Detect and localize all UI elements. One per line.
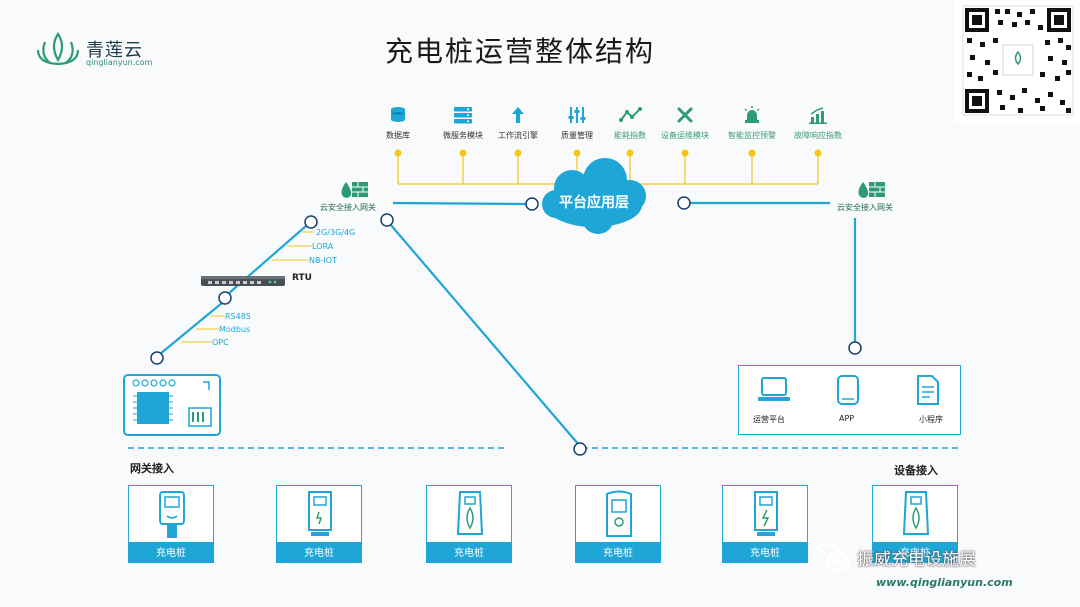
terminal-label-ops: 运营平台: [753, 415, 785, 424]
cloud-shape: [542, 158, 646, 234]
charger-pile-icon: [159, 491, 185, 538]
rtu-label: RTU: [292, 273, 312, 283]
protocol-upstream-1: 2G/3G/4G: [316, 228, 356, 237]
protocol-downstream-3: OPC: [212, 338, 229, 347]
gateway-access-label: 网关接入: [130, 462, 174, 475]
logo-lotus: [36, 32, 80, 66]
page-title: 充电桩运营整体结构: [385, 35, 656, 68]
charging-station-card: 充电桩: [872, 485, 958, 563]
device-access-label: 设备接入: [894, 464, 938, 477]
charging-station-card: 充电桩: [426, 485, 512, 563]
tool-label-monitoring: 智能监控预警: [728, 131, 776, 140]
link-nodes: [150, 196, 862, 456]
station-label: 充电桩: [304, 548, 334, 559]
left-gateway-icon: [341, 182, 368, 198]
logo-name: 青莲云: [86, 40, 143, 61]
left-gateway-label: 云安全接入网关: [320, 203, 376, 212]
charger-pile-icon: [754, 491, 778, 536]
charging-station-card: 充电桩: [128, 485, 214, 563]
terminal-label-app: APP: [839, 414, 855, 423]
terminal-panel: 运营平台 APP 小程序: [738, 365, 961, 435]
terminal-label-miniprogram: 小程序: [919, 415, 943, 424]
charging-station-card: 充电桩: [722, 485, 808, 563]
watermark-url: www.qinglianyun.com: [876, 576, 1013, 589]
sliders-icon: [568, 107, 586, 123]
protocol-downstream-1: RS485: [225, 312, 251, 321]
protocol-upstream-2: LORA: [312, 242, 334, 251]
bus-dots: [394, 149, 822, 157]
protocol-upstream-3: NB-IOT: [309, 256, 337, 265]
server-icon: [454, 107, 472, 124]
rtu-device-icon: [201, 276, 285, 286]
right-gateway-icon: [858, 182, 885, 198]
protocol-downstream-2: Modbus: [219, 325, 251, 334]
tool-label-workflow: 工作流引擎: [498, 131, 538, 140]
platform-layer-label: 平台应用层: [559, 195, 629, 211]
laptop-icon: [758, 377, 790, 401]
charger-pile-icon: [606, 490, 632, 537]
alarm-light-icon: [744, 106, 760, 123]
tool-label-energy: 能耗指数: [614, 131, 646, 140]
station-label: 充电桩: [454, 548, 484, 559]
wrench-icon: [677, 107, 693, 123]
charger-pile-icon: [308, 491, 332, 536]
document-icon: [917, 375, 939, 405]
tool-label-fault: 故障响应指数: [794, 131, 842, 140]
charging-station-card: 充电桩: [575, 485, 661, 563]
charger-pile-icon: [902, 491, 930, 535]
bar-chart-icon: [809, 107, 827, 124]
tablet-icon: [837, 375, 859, 405]
tool-label-microservice: 微服务模块: [443, 131, 483, 140]
line-trend-icon: [619, 107, 642, 122]
protocol-ticks: [182, 231, 314, 343]
tool-label-quality: 质量管理: [561, 131, 593, 140]
watermark-name: 振威充电设施展: [857, 550, 976, 570]
logo-url: qinglianyun.com: [86, 58, 153, 67]
station-label: 充电桩: [603, 548, 633, 559]
tool-label-database: 数据库: [386, 131, 410, 140]
charger-pile-icon: [456, 491, 484, 535]
station-label: 充电桩: [156, 548, 186, 559]
database-icon: [391, 107, 405, 122]
gateway-module-icon: [123, 374, 221, 436]
station-label: 充电桩: [750, 548, 780, 559]
arrow-up-icon: [512, 107, 524, 123]
wechat-icon: [812, 543, 851, 572]
charging-station-card: 充电桩: [276, 485, 362, 563]
qr-code: [955, 0, 1080, 123]
station-label: 充电桩: [900, 548, 930, 559]
tool-label-maintenance: 设备运维模块: [661, 131, 709, 140]
right-gateway-label: 云安全接入网关: [837, 203, 893, 212]
